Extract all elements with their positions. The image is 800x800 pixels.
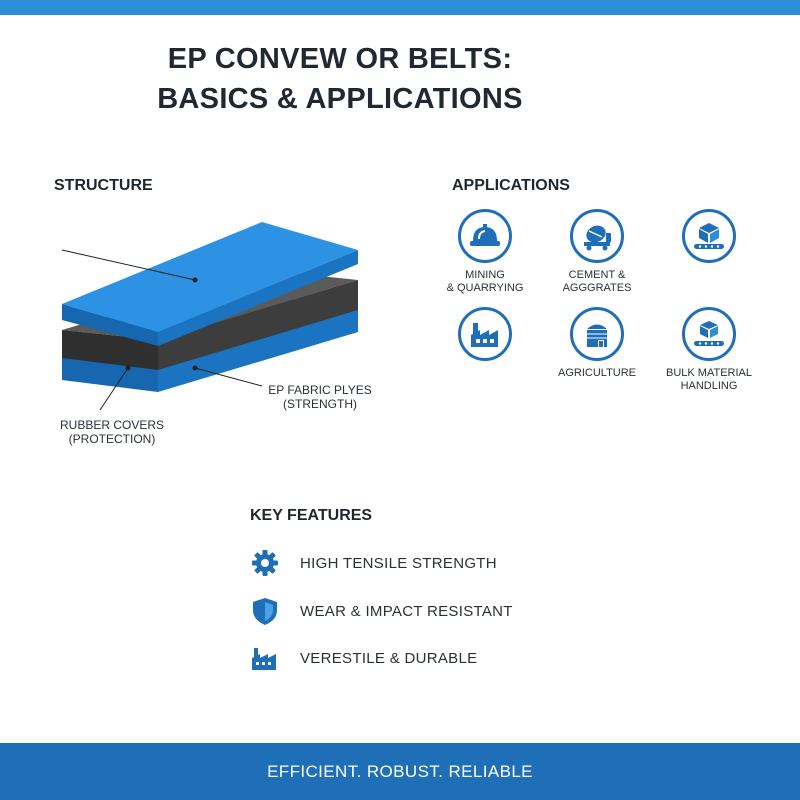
shield-icon [250,596,284,626]
hard-hat-icon [458,209,512,263]
rubber-covers-label-line-1: RUBBER COVERS [59,418,165,432]
top-accent-bar [0,0,800,15]
cover-leader-line [99,367,129,411]
applications-heading: APPLICATIONS [452,177,570,194]
rubber-covers-label: RUBBER COVERS (PROTECTION) [52,418,172,446]
application-cement: CEMENT & AGGGRATES [542,209,652,295]
fabric-plies-label-line-1: EP FABRIC PLYES [268,383,372,397]
structure-heading: STRUCTURE [54,177,153,194]
gear-icon [250,548,284,578]
application-bulk-handling: BULK MATERIAL HANDLING [654,307,764,393]
feature-wear-resistant: WEAR & IMPACT RESISTANT [250,596,513,626]
application-mining-label-1: MINING [465,269,505,281]
application-agriculture: AGRICULTURE [542,307,652,380]
application-factory [430,307,540,361]
feature-versatile-durable: VERESTILE & DURABLE [250,643,477,673]
feature-wear-resistant-label: WEAR & IMPACT RESISTANT [300,602,513,620]
application-conveyor [654,209,764,263]
fabric-plies-label-line-2: (STRENGTH) [283,397,357,411]
application-mining-label-2: & QUARRYING [446,282,524,294]
ply-leader-line [194,367,263,387]
silo-icon [570,307,624,361]
application-bulk-label-1: BULK MATERIAL [666,367,752,379]
feature-versatile-durable-label: VERESTILE & DURABLE [300,649,478,667]
application-cement-label-2: AGGGRATES [562,282,632,294]
fabric-plies-label: EP FABRIC PLYES (STRENGTH) [260,383,380,411]
footer-banner: EFFICIENT. ROBUST. RELIABLE [0,743,800,800]
feature-tensile-strength: HIGH TENSILE STRENGTH [250,548,497,578]
factory-icon [250,643,284,673]
cement-mixer-icon [570,209,624,263]
rubber-covers-label-line-2: (PROTECTION) [68,432,156,446]
application-agriculture-label-1: AGRICULTURE [557,367,637,379]
page-title-line-2: BASICS & APPLICATIONS [157,83,523,115]
application-mining: MINING & QUARRYING [430,209,540,295]
conveyor-box-icon [682,209,736,263]
feature-tensile-strength-label: HIGH TENSILE STRENGTH [300,554,497,572]
top-rubber-cover-layer [62,222,358,346]
application-cement-label-1: CEMENT & [568,269,626,281]
page-title-line-1: EP CONVEW OR BELTS: [167,43,513,75]
bulk-boxes-icon [682,307,736,361]
top-cover-leader-line [61,249,196,281]
footer-tagline: EFFICIENT. ROBUST. RELIABLE [267,761,533,781]
application-bulk-label-2: HANDLING [680,380,738,392]
factory-icon [458,307,512,361]
belt-layers-diagram [61,222,358,411]
key-features-heading: KEY FEATURES [250,507,373,524]
